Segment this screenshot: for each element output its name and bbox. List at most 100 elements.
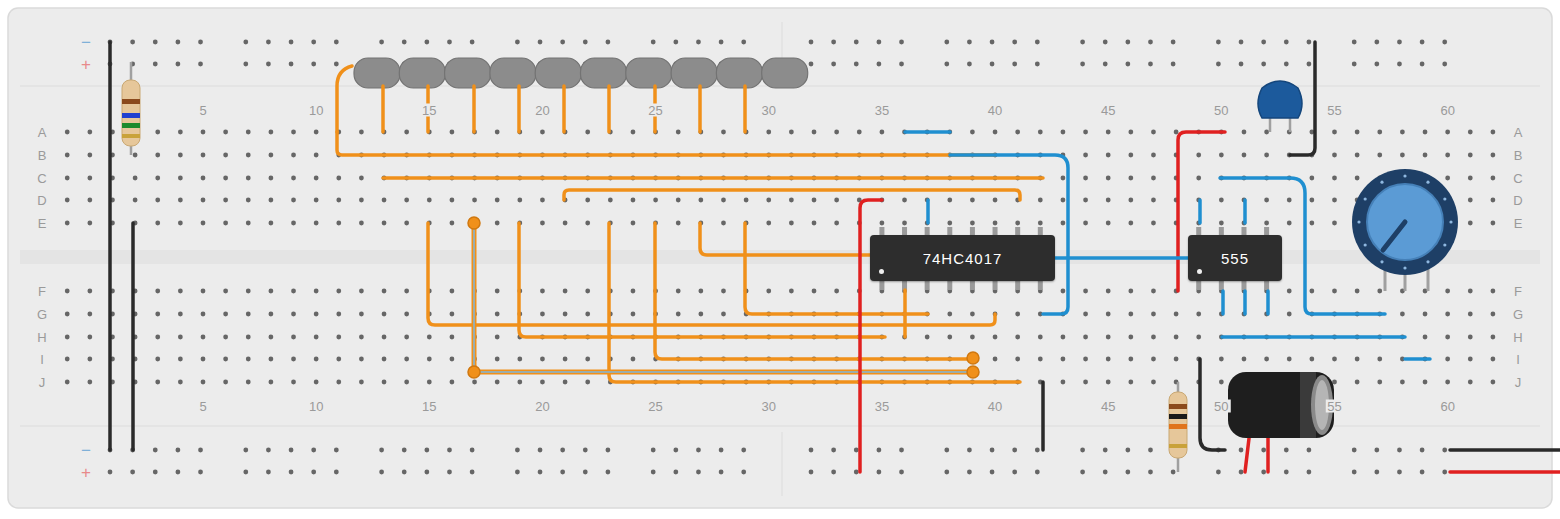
breadboard-holes (1151, 312, 1156, 317)
breadboard-holes (1445, 130, 1450, 135)
breadboard-holes (1174, 357, 1179, 362)
breadboard-holes (1239, 470, 1244, 475)
breadboard-holes (1083, 312, 1088, 317)
blue-wires (1405, 357, 1430, 361)
breadboard-holes (65, 289, 70, 294)
breadboard-holes (515, 470, 520, 475)
breadboard-holes (178, 289, 183, 294)
breadboard-holes (1445, 312, 1450, 317)
led-bar (354, 58, 808, 88)
column-number: 15 (420, 104, 438, 117)
breadboard-holes (631, 312, 636, 317)
breadboard-holes (1103, 62, 1108, 67)
column-number: 45 (1099, 400, 1117, 413)
breadboard-holes (834, 221, 839, 226)
breadboard-holes (990, 470, 995, 475)
breadboard-holes (1106, 312, 1111, 317)
breadboard-holes (246, 335, 251, 340)
breadboard-holes (1468, 153, 1473, 158)
breadboard-holes (1377, 130, 1382, 135)
column-number: 15 (420, 400, 438, 413)
breadboard-holes (1352, 40, 1357, 45)
breadboard-holes (608, 198, 613, 203)
breadboard-holes (993, 130, 998, 135)
black-wires (1450, 448, 1560, 452)
breadboard-holes (1128, 335, 1133, 340)
row-letter: I (1514, 353, 1522, 366)
breadboard-holes (268, 176, 273, 181)
resistor-symbol (1169, 414, 1187, 419)
breadboard-holes (721, 198, 726, 203)
breadboard-holes (1468, 198, 1473, 203)
led-bar (490, 58, 536, 88)
column-number: 60 (1438, 104, 1456, 117)
breadboard-holes (676, 312, 681, 317)
potentiometer (1352, 169, 1458, 275)
blue-wires (1266, 291, 1270, 314)
potentiometer (1443, 197, 1446, 200)
breadboard-holes (1151, 130, 1156, 135)
breadboard-holes (1309, 289, 1314, 294)
breadboard-holes (812, 289, 817, 294)
breadboard-holes (133, 176, 138, 181)
breadboard-holes (653, 198, 658, 203)
breadboard-holes (382, 289, 387, 294)
breadboard-holes (1103, 40, 1108, 45)
breadboard-holes (1491, 289, 1496, 294)
breadboard-holes (289, 62, 294, 67)
potentiometer (1352, 169, 1458, 291)
breadboard-holes (1491, 176, 1496, 181)
breadboard-holes (1261, 470, 1266, 475)
breadboard-holes (899, 470, 904, 475)
breadboard-holes (1491, 221, 1496, 226)
breadboard-holes (990, 62, 995, 67)
breadboard-holes (291, 176, 296, 181)
breadboard-holes (223, 312, 228, 317)
breadboard-holes (1261, 40, 1266, 45)
breadboard-holes (766, 130, 771, 135)
breadboard-holes (427, 357, 432, 362)
breadboard-holes (1196, 312, 1201, 317)
breadboard-holes (606, 40, 611, 45)
breadboard-holes (1377, 380, 1382, 385)
breadboard-holes (854, 40, 859, 45)
potentiometer (1364, 197, 1367, 200)
breadboard-holes (1106, 289, 1111, 294)
resistor-symbol (122, 134, 140, 138)
breadboard-holes (1012, 448, 1017, 453)
breadboard-holes (834, 130, 839, 135)
breadboard-holes (314, 380, 319, 385)
breadboard-holes (178, 335, 183, 340)
breadboard-holes (201, 357, 206, 362)
led-bar (354, 58, 400, 88)
breadboard-holes (967, 448, 972, 453)
breadboard-holes (470, 448, 475, 453)
breadboard-holes (382, 335, 387, 340)
breadboard-holes (359, 335, 364, 340)
chip-pins (1219, 280, 1224, 290)
breadboard-holes (1287, 357, 1292, 362)
breadboard-holes (563, 221, 568, 226)
breadboard-holes (944, 40, 949, 45)
breadboard-holes (1128, 357, 1133, 362)
breadboard-holes (201, 221, 206, 226)
breadboard-holes (1038, 221, 1043, 226)
resistor-symbol (122, 123, 140, 128)
breadboard-holes (1307, 448, 1312, 453)
breadboard-holes (583, 40, 588, 45)
breadboard-holes (268, 153, 273, 158)
rail-sign: + (79, 56, 93, 73)
breadboard-holes (698, 312, 703, 317)
breadboard-holes (1352, 448, 1357, 453)
breadboard-holes (1012, 62, 1017, 67)
breadboard-holes (970, 335, 975, 340)
breadboard-holes (243, 470, 248, 475)
led-bar (399, 58, 445, 88)
breadboard-holes (631, 357, 636, 362)
row-letter: B (36, 149, 49, 162)
breadboard-holes (809, 470, 814, 475)
breadboard-holes (673, 470, 678, 475)
breadboard-holes (336, 289, 341, 294)
breadboard-holes (223, 130, 228, 135)
